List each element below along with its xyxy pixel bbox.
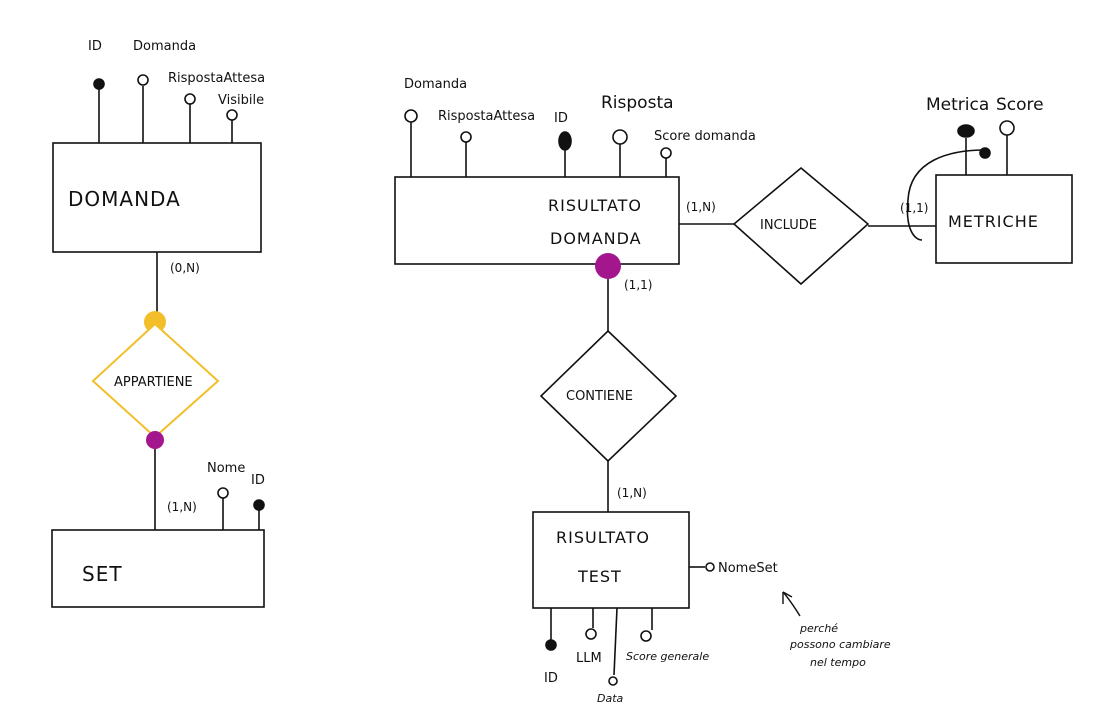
entity-set-label: SET	[82, 562, 123, 586]
entity-metriche-label: METRICHE	[948, 212, 1039, 231]
entity-metriche	[935, 174, 1073, 264]
entity-risultato-test	[532, 511, 690, 609]
risultato-domanda-attributes	[404, 109, 672, 177]
entity-domanda	[52, 142, 262, 253]
set-attr-nome: Nome	[207, 461, 245, 476]
ristest-attr-llm: LLM	[576, 651, 602, 666]
participation-dot-set	[146, 431, 164, 449]
metriche-attr-metrica: Metrica	[926, 95, 989, 115]
set-attributes	[217, 487, 265, 530]
entity-risultato-domanda-line1: RISULTATO	[548, 196, 642, 215]
card-domanda-appartiene: (0,N)	[170, 261, 200, 275]
note-line-3: nel tempo	[810, 656, 866, 669]
card-metriche-include: (1,1)	[900, 201, 928, 215]
relationship-include	[732, 166, 870, 286]
note-arrow	[782, 591, 801, 617]
entity-risultato-domanda-line2: DOMANDA	[550, 229, 642, 248]
relationship-contiene-label: CONTIENE	[566, 389, 633, 404]
relationship-include-label: INCLUDE	[760, 218, 817, 233]
ristest-attr-data: Data	[597, 692, 624, 705]
metriche-attr-score: Score	[996, 95, 1044, 115]
metriche-attributes	[906, 120, 1015, 241]
entity-domanda-label: DOMANDA	[68, 187, 181, 211]
risdom-attr-id: ID	[554, 111, 568, 126]
risdom-attr-rispostaattesa: RispostaAttesa	[438, 109, 535, 124]
participation-dot-risultato-domanda	[595, 253, 621, 279]
ristest-attr-id: ID	[544, 671, 558, 686]
note-line-2: possono cambiare	[789, 638, 891, 651]
set-attr-id: ID	[251, 473, 265, 488]
risdom-attr-risposta: Risposta	[601, 93, 674, 113]
entity-risultato-domanda	[394, 176, 680, 265]
domanda-attr-id: ID	[88, 39, 102, 54]
entity-risultato-test-line2: TEST	[577, 567, 622, 586]
risdom-attr-score-domanda: Score domanda	[654, 129, 756, 144]
participation-dot-domanda	[144, 311, 166, 333]
domanda-attr-rispostaattesa: RispostaAttesa	[168, 71, 265, 86]
domanda-attr-visibile: Visibile	[218, 93, 264, 108]
domanda-attributes	[93, 74, 238, 143]
domanda-attr-domanda: Domanda	[133, 39, 196, 54]
ristest-attr-score-generale: Score generale	[626, 650, 709, 663]
card-risdom-include: (1,N)	[686, 200, 716, 214]
risultato-test-attributes	[545, 562, 715, 686]
entity-set	[51, 529, 265, 608]
risdom-attr-domanda: Domanda	[404, 77, 467, 92]
relationship-appartiene-label: APPARTIENE	[114, 375, 193, 390]
card-ristest-contiene: (1,N)	[617, 486, 647, 500]
note-line-1: perché	[799, 622, 838, 635]
card-risdom-contiene: (1,1)	[624, 278, 652, 292]
card-set-appartiene: (1,N)	[167, 500, 197, 514]
entity-risultato-test-line1: RISULTATO	[556, 528, 650, 547]
ristest-attr-nomeset: NomeSet	[718, 561, 778, 576]
